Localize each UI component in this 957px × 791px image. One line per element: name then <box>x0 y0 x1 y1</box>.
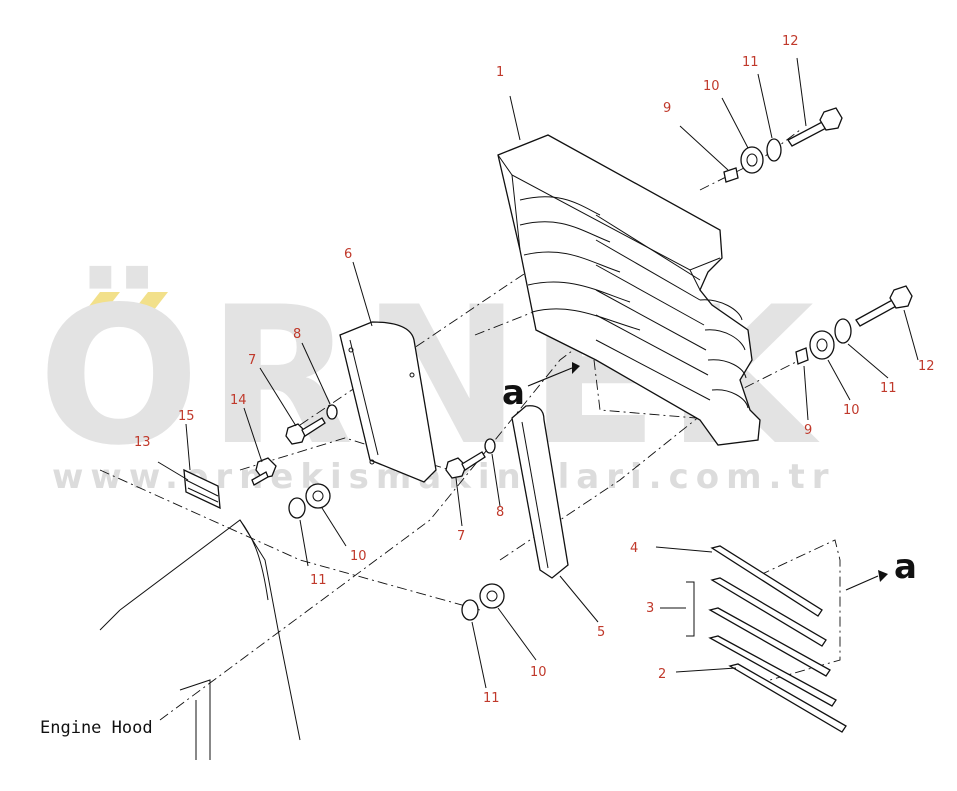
view-arrows: a a <box>502 362 917 591</box>
part-14-bolt <box>251 457 277 486</box>
part-10-collar-bottom <box>479 583 505 609</box>
callout-12-right: 12 <box>918 359 935 374</box>
callout-3: 3 <box>646 601 654 616</box>
part-12-bolt-right <box>855 285 913 327</box>
callout-10-top: 10 <box>703 79 720 94</box>
callout-2: 2 <box>658 667 666 682</box>
part-5-side-strip <box>511 405 569 579</box>
part-10-collar-right <box>809 330 835 360</box>
callout-12-top: 12 <box>782 34 799 49</box>
parts-2-3-4-fins <box>686 545 847 733</box>
view-arrow-a-detail-label: a <box>894 547 917 587</box>
engine-hood-label: Engine Hood <box>40 718 153 738</box>
callout-11-left: 11 <box>310 573 327 588</box>
part-9-spacer-right <box>795 347 809 365</box>
callout-13: 13 <box>134 435 151 450</box>
part-11-washer-left <box>288 497 306 519</box>
view-arrow-a-main: a <box>502 362 580 413</box>
callout-10-right: 10 <box>843 403 860 418</box>
watermark-dot-left <box>86 292 120 310</box>
part-9-spacer-top <box>723 167 739 183</box>
callout-8-left: 8 <box>293 327 301 342</box>
callout-11-right: 11 <box>880 381 897 396</box>
watermark-dot-right <box>134 292 168 310</box>
callout-4: 4 <box>630 541 638 556</box>
callout-8-right: 8 <box>496 505 504 520</box>
part-6-side-cover <box>339 321 437 483</box>
callout-9-right: 9 <box>804 423 812 438</box>
part-11-washer-top <box>766 138 782 162</box>
part-10-collar-top <box>740 146 764 174</box>
leader-lines <box>157 57 919 689</box>
part-8-washer-left <box>326 404 338 420</box>
view-arrow-a-detail: a <box>845 547 917 591</box>
part-11-washer-right <box>834 318 852 344</box>
part-10-collar-left <box>305 483 331 509</box>
part-1-guard-frame <box>497 134 761 446</box>
part-8-washer-right <box>484 438 496 454</box>
part-12-bolt-top <box>787 107 843 147</box>
part-13-15-clip <box>183 468 221 510</box>
callout-10-bottom: 10 <box>530 665 547 680</box>
callout-6: 6 <box>344 247 352 262</box>
callout-9-top: 9 <box>663 101 671 116</box>
callout-1: 1 <box>496 65 504 80</box>
part-7-bolt-right <box>445 451 486 479</box>
callout-5: 5 <box>597 625 605 640</box>
part-7-bolt-left <box>285 417 326 445</box>
callout-10-left: 10 <box>350 549 367 564</box>
callout-14: 14 <box>230 393 247 408</box>
callout-15: 15 <box>178 409 195 424</box>
hardware <box>183 107 913 621</box>
engine-hood: Engine Hood <box>40 519 301 760</box>
view-arrow-a-main-label: a <box>502 373 525 413</box>
callout-7-right: 7 <box>457 529 465 544</box>
callouts: 1 9 10 11 12 6 8 7 14 15 13 11 10 7 8 5 … <box>134 34 935 706</box>
callout-7-left: 7 <box>248 353 256 368</box>
part-11-washer-bottom <box>461 599 479 621</box>
callout-11-bottom: 11 <box>483 691 500 706</box>
watermark-url: www.ornekismakinalari.com.tr <box>52 457 835 497</box>
callout-11-top: 11 <box>742 55 759 70</box>
